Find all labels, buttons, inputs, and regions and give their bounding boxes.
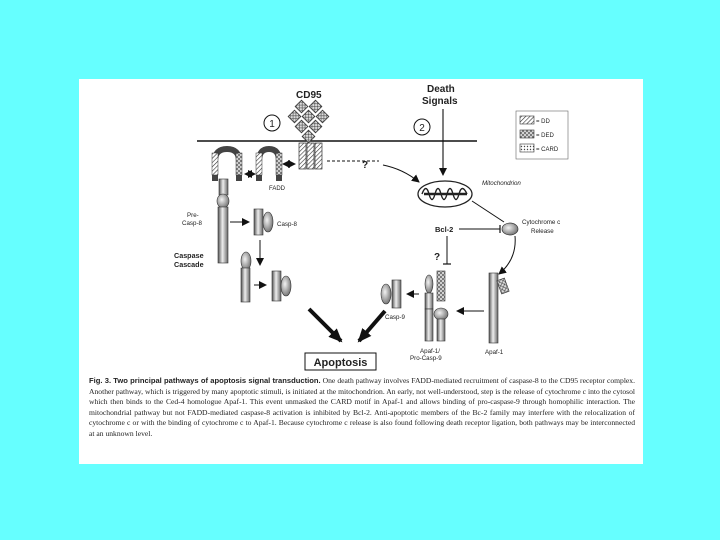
casp9-label: Casp-9 — [385, 314, 406, 321]
fadd-complex — [255, 145, 283, 181]
caption-title: Fig. 3. Two principal pathways of apopto… — [89, 376, 321, 385]
caspase-cascade-proteins — [240, 251, 292, 303]
caption-text: One death pathway involves FADD-mediated… — [89, 376, 635, 438]
apaf1-protein — [488, 272, 510, 344]
apoptosis-label: Apoptosis — [314, 357, 368, 369]
mito-to-cytochrome-line — [471, 200, 505, 223]
casp9-to-apoptosis-arrow — [357, 309, 387, 343]
apoptosis-box — [304, 352, 377, 371]
pathway-1-marker: 1 — [263, 114, 281, 132]
cytochrome-c-label-line1: Cytochrome c — [522, 219, 560, 226]
pathway-1-number: 1 — [269, 119, 275, 130]
question-mark-mid: ? — [434, 252, 440, 263]
figure-panel: CD95 1 2 Death Signals = DD = DED = CARD… — [79, 79, 643, 464]
apaf1-complex-label-line2: Pro-Casp-9 — [410, 355, 442, 362]
pre-casp8-label-line1: Pre- — [187, 212, 199, 219]
legend-dd-label: = DD — [536, 119, 551, 125]
casp8-label: Casp-8 — [277, 221, 298, 228]
cytochrome-c-label-line2: Release — [531, 228, 554, 235]
casp9-protein — [380, 279, 402, 309]
cascade-to-apoptosis-arrow — [307, 307, 343, 343]
mitochondrion — [417, 180, 473, 208]
pre-casp8-label-line2: Casp-8 — [182, 220, 203, 227]
bcl2-label: Bcl-2 — [435, 225, 453, 234]
caspase-cascade-label-line2: Cascade — [174, 260, 204, 269]
apoptosis-pathway-diagram: CD95 1 2 Death Signals = DD = DED = CARD… — [174, 84, 569, 371]
death-signals-label-line2: Signals — [422, 96, 458, 107]
caspase-cascade-label-line1: Caspase — [174, 251, 204, 260]
legend: = DD = DED = CARD — [515, 110, 569, 160]
death-signals-label-line1: Death — [427, 84, 455, 95]
fadd-label: FADD — [269, 186, 286, 192]
question-mark-top: ? — [362, 160, 368, 171]
legend-ded-label: = DED — [536, 133, 555, 139]
pathway-2-marker: 2 — [413, 118, 431, 136]
figure-caption: Fig. 3. Two principal pathways of apopto… — [89, 376, 635, 440]
pathway-2-number: 2 — [419, 123, 425, 134]
legend-card-label: = CARD — [536, 147, 559, 153]
legend-dd-swatch — [519, 115, 535, 125]
legend-ded-swatch — [519, 129, 535, 139]
apaf1-procasp9-complex — [424, 270, 449, 342]
cd95-receptor — [287, 99, 330, 170]
pre-casp8-fadd-complex — [211, 145, 243, 264]
cd95-label: CD95 — [296, 90, 322, 101]
cytochrome-to-apaf1-arrow — [498, 235, 516, 275]
casp8-protein — [253, 208, 274, 236]
cd95-to-mito-arrow — [382, 164, 420, 183]
apaf1-label: Apaf-1 — [485, 349, 504, 356]
legend-card-swatch — [519, 143, 535, 153]
apaf1-complex-label-line1: Apaf-1/ — [420, 348, 440, 355]
cytochrome-c-molecule — [501, 222, 519, 236]
mitochondrion-label: Mitochondrion — [482, 180, 521, 187]
